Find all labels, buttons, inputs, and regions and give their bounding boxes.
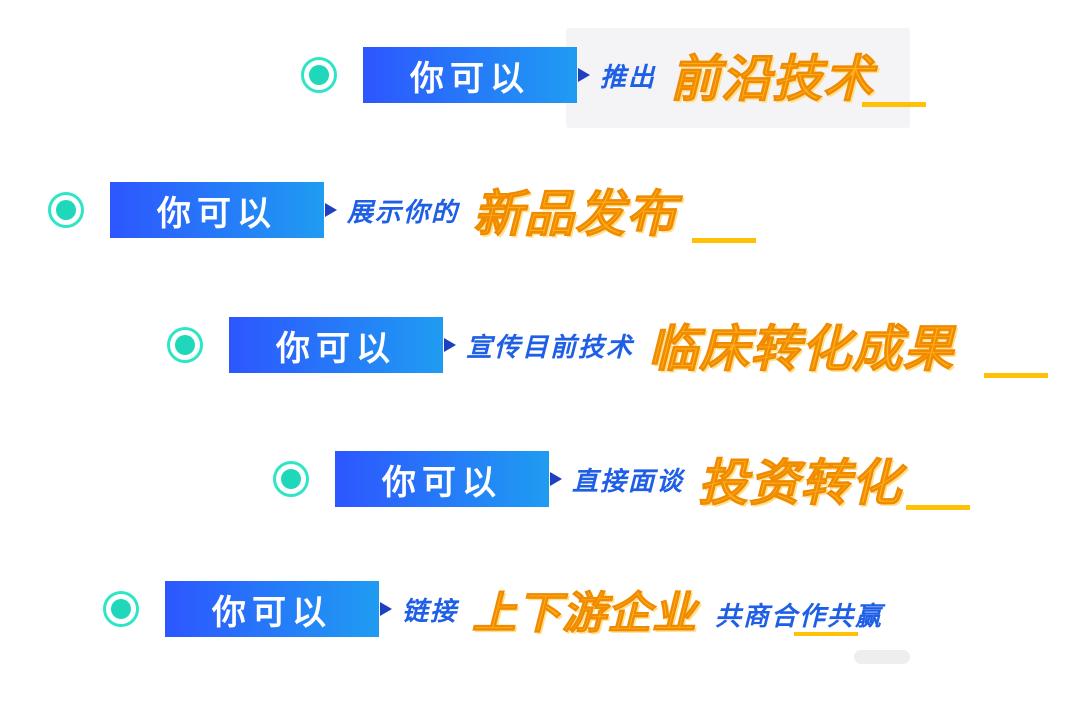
row-highlight: 临床转化成果: [648, 320, 955, 379]
highlight-underline: [906, 505, 970, 510]
row-description: 链接: [402, 596, 459, 627]
label-box: 你可以: [363, 47, 577, 103]
row-tail-text: 共商合作共赢: [715, 602, 884, 632]
row-description: 推出: [600, 62, 657, 93]
row-highlight: 投资转化: [698, 454, 903, 513]
triangle-arrow-icon: [380, 602, 392, 616]
triangle-arrow-icon: [578, 68, 590, 82]
highlight-underline: [794, 632, 858, 636]
circle-bullet-icon: [301, 57, 337, 93]
circle-bullet-icon: [103, 591, 139, 627]
triangle-arrow-icon: [444, 338, 456, 352]
feature-row-5: 你可以 链接 上下游企业: [103, 581, 697, 640]
row-highlight: 新品发布: [473, 185, 678, 244]
background-panel: [566, 28, 910, 128]
label-box: 你可以: [110, 182, 324, 238]
circle-bullet-icon: [167, 327, 203, 363]
row-highlight: 前沿技术: [670, 50, 875, 109]
highlight-underline: [984, 373, 1048, 378]
highlight-underline: [862, 102, 926, 107]
row-description: 展示你的: [347, 197, 460, 228]
label-box: 你可以: [229, 317, 443, 373]
label-box: 你可以: [335, 451, 549, 507]
feature-row-3: 你可以 宣传目前技术 临床转化成果: [167, 317, 954, 379]
row-highlight: 上下游企业: [472, 588, 698, 640]
feature-row-4: 你可以 直接面谈 投资转化: [273, 451, 902, 513]
row-description: 宣传目前技术: [466, 332, 635, 363]
highlight-underline: [692, 238, 756, 243]
circle-bullet-icon: [273, 461, 309, 497]
label-box: 你可以: [165, 581, 379, 637]
feature-row-2: 你可以 展示你的 新品发布: [48, 182, 677, 244]
background-fragment: [854, 650, 910, 664]
row-description: 直接面谈: [572, 466, 685, 497]
triangle-arrow-icon: [550, 472, 562, 486]
feature-row-1: 你可以 推出 前沿技术: [301, 47, 874, 109]
triangle-arrow-icon: [325, 203, 337, 217]
circle-bullet-icon: [48, 192, 84, 228]
